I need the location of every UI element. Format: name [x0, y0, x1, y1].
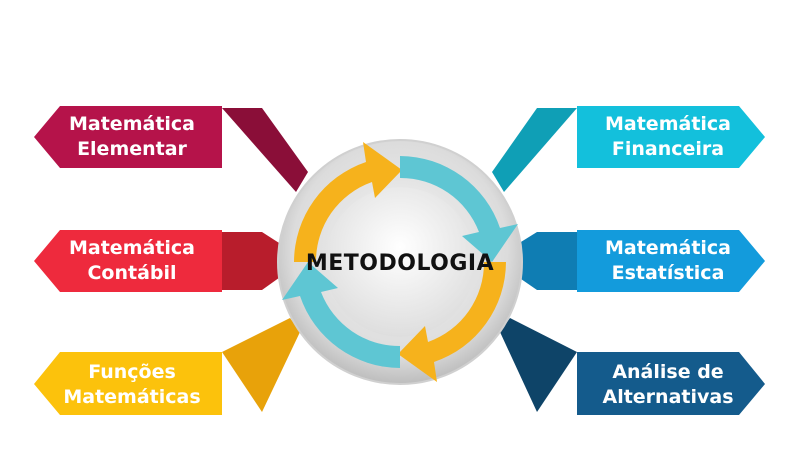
connector-left-bot [222, 318, 300, 412]
topic-funcoes-matematicas: Funções Matemáticas [34, 352, 222, 415]
center-cycle: METODOLOGIA [277, 139, 523, 385]
label-line2: Estatística [612, 262, 725, 284]
label-line2: Matemáticas [63, 386, 200, 408]
label-line1: Matemática [69, 113, 195, 135]
label-line1: Análise de [612, 361, 723, 383]
connector-left-mid [222, 232, 290, 290]
arrow-shape [577, 230, 765, 292]
label-line1: Funções [88, 361, 176, 383]
label-line2: Financeira [612, 138, 724, 160]
topic-matematica-financeira: Matemática Financeira [577, 106, 765, 168]
arrow-shape [34, 352, 222, 415]
inner-disc [325, 187, 475, 337]
label-line1: Matemática [69, 237, 195, 259]
label-line2: Alternativas [602, 386, 733, 408]
connector-right-top [492, 108, 577, 192]
cycle-arrow-teal-bottom-left [282, 262, 400, 368]
label-line1: Matemática [605, 113, 731, 135]
connector-left-top [222, 108, 308, 192]
topic-matematica-estatistica: Matemática Estatística [577, 230, 765, 292]
cycle-arrow-orange-top-left [294, 142, 402, 262]
topic-matematica-contabil: Matemática Contábil [34, 230, 222, 292]
topic-matematica-elementar: Matemática Elementar [34, 106, 222, 168]
arrow-shape [34, 106, 222, 168]
cycle-arrow-teal-top-right [400, 156, 518, 262]
label-line2: Elementar [77, 138, 187, 160]
arrow-shape [577, 106, 765, 168]
arrow-shape [34, 230, 222, 292]
label-line1: Matemática [605, 237, 731, 259]
arrow-shape [577, 352, 765, 415]
cycle-arrow-orange-bottom-right [398, 262, 506, 382]
label-line2: Contábil [87, 262, 176, 284]
connector-right-mid [508, 232, 577, 290]
connector-right-bot [500, 318, 577, 412]
topic-analise-de-alternativas: Análise de Alternativas [577, 352, 765, 415]
center-title: METODOLOGIA [306, 251, 494, 276]
